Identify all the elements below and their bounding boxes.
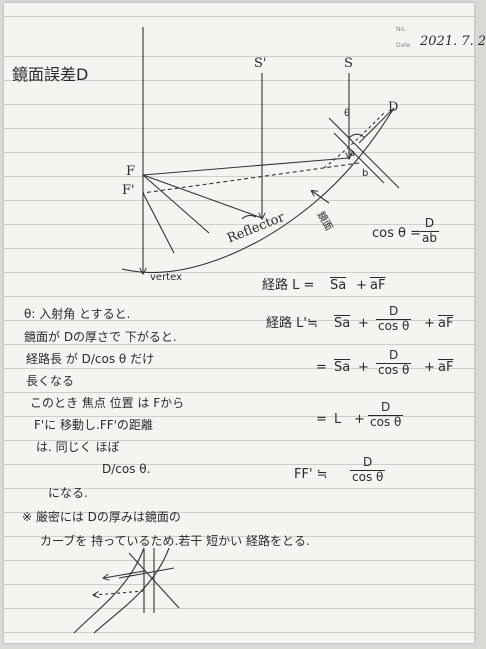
path-step1-plus-2: +	[424, 360, 435, 375]
notebook-page: No. Date 2021. 7. 2 鏡面誤差D S' S F F' θ D …	[4, 3, 486, 643]
path-l-sa: Sa	[330, 278, 347, 293]
label-s-prime: S'	[254, 56, 267, 71]
note-line-5: このとき 焦点 位置 は Fから	[30, 396, 185, 410]
label-vertex: vertex	[150, 272, 182, 283]
label-a: a	[349, 148, 356, 159]
path-l-plus: +	[356, 278, 367, 293]
theta-arc	[348, 133, 365, 139]
path-lp-label: 経路 L'≒	[266, 316, 318, 331]
sketch-ray-out-2	[94, 590, 145, 595]
reflector-curve	[121, 107, 395, 273]
path-step1-af: aF	[438, 360, 454, 375]
sketch-ray-out-1	[104, 570, 145, 578]
reflector-diagram	[73, 27, 400, 634]
path-lp-den: cos θ	[376, 318, 412, 333]
date-value: 2021. 7. 2	[420, 34, 486, 49]
path-step1-plus-1: +	[358, 360, 369, 375]
path-step2-eq: =	[316, 412, 327, 427]
label-f-prime: F'	[122, 183, 135, 198]
note-star-2: カーブを 持っているため.若干 短かい 経路をとる.	[40, 534, 310, 548]
ff-num: D	[363, 455, 373, 469]
normal-line-1	[328, 117, 400, 189]
reflection-arc	[241, 214, 257, 220]
cos-eq-lhs: cos θ =	[372, 226, 421, 241]
path-step1-num: D	[389, 348, 399, 362]
ff-den: cos θ	[350, 469, 386, 484]
offset-surface	[323, 112, 385, 169]
reflected-ray-s-prime	[142, 174, 263, 219]
path-lp-plus-2: +	[424, 316, 435, 331]
ray-f-prime-to-vertex	[142, 192, 175, 254]
note-line-3: 経路長 が D/cos θ だけ	[26, 352, 155, 366]
thickness-line	[358, 107, 395, 144]
path-step1-eq: =	[316, 360, 327, 375]
path-lp-plus-1: +	[358, 316, 369, 331]
note-line-7: は. 同じく ほぼ	[36, 440, 120, 454]
path-lp-fraction: D cos θ	[376, 304, 412, 334]
reflected-ray-to-f	[142, 157, 350, 176]
ff-label: FF' ≒	[294, 467, 328, 482]
label-b: b	[362, 168, 369, 179]
path-l-af: aF	[370, 278, 386, 293]
cos-eq-fraction: D ab	[420, 216, 439, 246]
sketch-normal-2	[118, 567, 175, 579]
path-lp-num: D	[389, 304, 399, 318]
page-title: 鏡面誤差D	[12, 65, 89, 84]
path-step2-den: cos θ	[368, 414, 404, 429]
ray-f-to-vertex	[142, 174, 210, 234]
sketch-surface-outer	[73, 547, 145, 634]
label-f: F	[126, 164, 136, 179]
sketch-surface-inner	[93, 547, 170, 634]
ff-fraction: D cos θ	[350, 455, 386, 485]
path-step2-l: L	[334, 412, 342, 427]
sketch-normal-1	[128, 552, 180, 609]
path-lp-sa: Sa	[334, 316, 351, 331]
note-star: ※ 厳密には Dの厚みは鏡面の	[22, 510, 181, 524]
path-step2-num: D	[381, 400, 391, 414]
path-step2-fraction: D cos θ	[368, 400, 404, 430]
cos-eq-num: D	[424, 216, 435, 230]
note-line-6: F'に 移動し.FF'の距離	[34, 418, 153, 432]
path-lp-af: aF	[438, 316, 454, 331]
normal-line-2	[333, 132, 385, 184]
cos-eq-den: ab	[420, 230, 439, 245]
note-line-8: D/cos θ.	[102, 462, 151, 476]
label-theta: θ	[344, 108, 351, 119]
label-s: S	[344, 56, 353, 71]
note-line-4: 長くなる	[26, 374, 75, 388]
path-l-label: 経路 L =	[262, 278, 315, 293]
note-line-1: θ: 入射角 とすると.	[24, 307, 131, 321]
path-step2-plus: +	[354, 412, 365, 427]
no-label: No.	[396, 26, 406, 33]
note-line-2: 鏡面が Dの厚さで 下がると.	[24, 330, 177, 344]
label-d: D	[388, 100, 399, 115]
path-step1-den: cos θ	[376, 362, 412, 377]
path-step1-fraction: D cos θ	[376, 348, 412, 378]
reflected-ray-to-f-prime	[142, 162, 360, 194]
note-line-9: になる.	[48, 486, 88, 500]
date-label: Date	[396, 42, 411, 49]
path-step1-sa: Sa	[334, 360, 351, 375]
surface-arrow	[312, 191, 330, 204]
